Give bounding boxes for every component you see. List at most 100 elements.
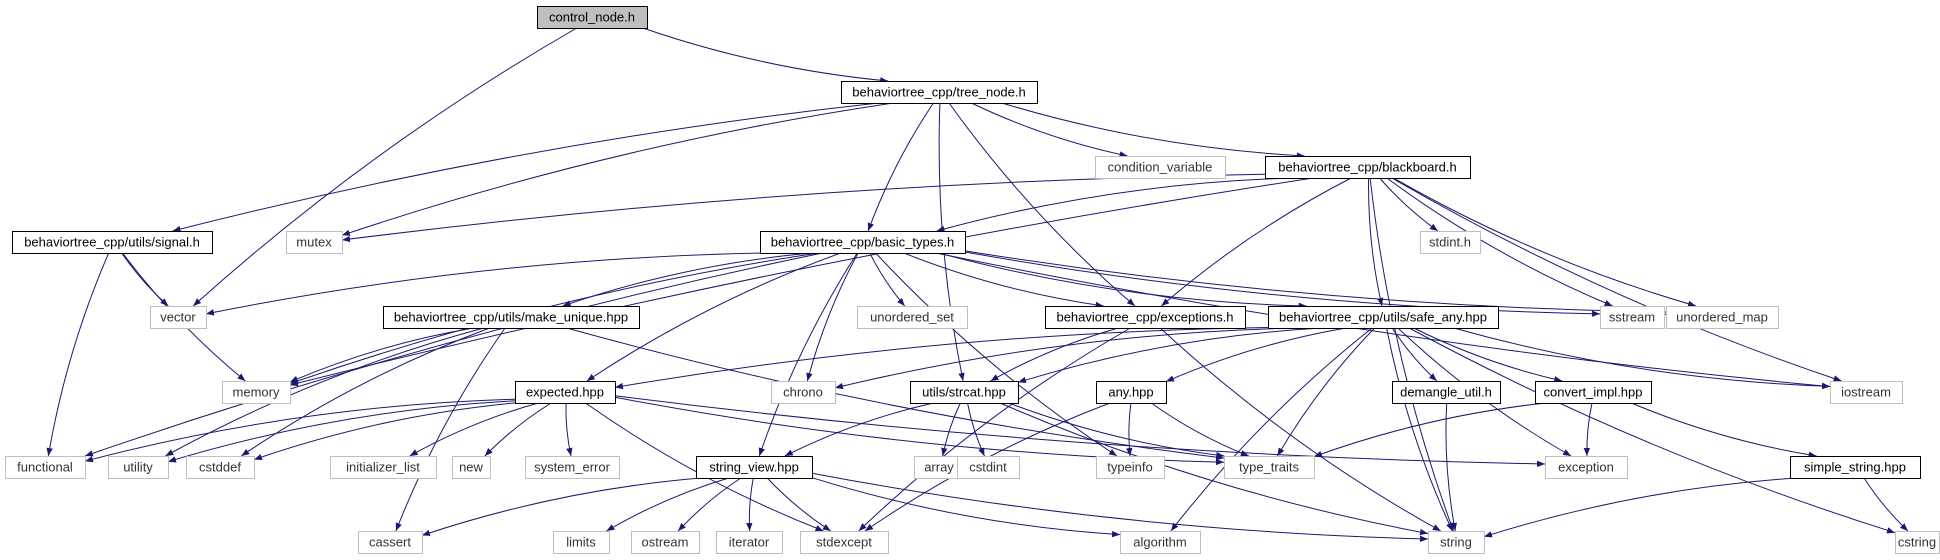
edge-basic-types-h-to-vector xyxy=(205,252,763,316)
edge-convert-impl-hpp-to-simple-string-hpp xyxy=(1631,402,1817,458)
edge-make-unique-hpp-to-utility xyxy=(165,327,484,457)
node-box xyxy=(1268,306,1499,329)
node-expected-hpp[interactable]: expected.hpp xyxy=(515,381,616,404)
edge-string-view-hpp-to-stdexcept xyxy=(766,477,832,532)
node-cstddef: cstddef xyxy=(186,456,255,479)
node-simple-string-hpp[interactable]: simple_string.hpp xyxy=(1790,456,1921,479)
node-label: iostream xyxy=(1841,385,1891,400)
node-label: string xyxy=(1440,535,1472,550)
node-box xyxy=(5,456,86,479)
node-label: behaviortree_cpp/exceptions.h xyxy=(1056,310,1233,325)
node-box xyxy=(1265,156,1471,179)
node-box xyxy=(525,456,620,479)
node-box xyxy=(537,6,648,29)
edge-safe-any-hpp-to-convert-impl-hpp xyxy=(1413,327,1563,383)
node-label: behaviortree_cpp/utils/safe_any.hpp xyxy=(1279,310,1487,325)
edge-basic-types-h-to-expected-hpp xyxy=(586,252,841,382)
node-exceptions-h[interactable]: behaviortree_cpp/exceptions.h xyxy=(1045,306,1246,329)
edge-basic-types-h-to-exceptions-h xyxy=(903,252,1104,309)
node-iterator: iterator xyxy=(716,531,783,554)
node-initializer-list: initializer_list xyxy=(330,456,437,479)
node-label: behaviortree_cpp/tree_node.h xyxy=(852,85,1025,100)
node-label: utility xyxy=(123,460,153,475)
edge-make-unique-hpp-to-cstddef xyxy=(241,327,490,457)
node-string: string xyxy=(1428,531,1485,554)
node-label: mutex xyxy=(296,235,332,250)
node-box xyxy=(383,306,640,329)
edge-strcat-hpp-to-string-view-hpp xyxy=(784,402,934,457)
node-array: array xyxy=(914,456,965,479)
node-tree-node-h[interactable]: behaviortree_cpp/tree_node.h xyxy=(841,81,1038,104)
edge-safe-any-hpp-to-any-hpp xyxy=(1165,327,1347,383)
edge-blackboard-h-to-iostream xyxy=(1391,177,1842,382)
node-box xyxy=(286,231,343,254)
node-label: ostream xyxy=(642,535,689,550)
node-control-node-h[interactable]: control_node.h xyxy=(537,6,648,29)
node-strcat-hpp[interactable]: utils/strcat.hpp xyxy=(910,381,1019,404)
node-functional: functional xyxy=(5,456,86,479)
node-convert-impl-hpp[interactable]: convert_impl.hpp xyxy=(1535,381,1652,404)
edge-expected-hpp-to-initializer-list xyxy=(409,402,539,457)
node-any-hpp[interactable]: any.hpp xyxy=(1096,381,1167,404)
node-vector: vector xyxy=(150,306,207,329)
edge-basic-types-h-to-typeinfo xyxy=(875,252,1118,457)
node-label: string_view.hpp xyxy=(709,460,799,475)
edge-basic-types-h-to-chrono xyxy=(806,252,859,382)
edge-demangle-util-h-to-string xyxy=(1445,402,1457,532)
node-box xyxy=(1830,381,1903,404)
edge-safe-any-hpp-to-iostream xyxy=(1453,327,1831,390)
edge-simple-string-hpp-to-cstring xyxy=(1863,477,1909,532)
edge-safe-any-hpp-to-chrono xyxy=(834,327,1298,390)
node-box xyxy=(771,381,836,404)
edge-tree-node-h-to-signal-h xyxy=(172,102,879,233)
edge-string-view-hpp-to-limits xyxy=(606,477,729,532)
node-make-unique-hpp[interactable]: behaviortree_cpp/utils/make_unique.hpp xyxy=(383,306,640,329)
node-box xyxy=(841,81,1038,104)
edge-safe-any-hpp-to-string xyxy=(1386,327,1453,532)
node-box xyxy=(222,381,291,404)
node-label: unordered_map xyxy=(1676,310,1768,325)
edge-tree-node-h-to-condition-variable xyxy=(971,102,1128,158)
node-box xyxy=(150,306,207,329)
node-label: behaviortree_cpp/utils/make_unique.hpp xyxy=(394,310,628,325)
edge-any-hpp-to-typeinfo xyxy=(1126,402,1133,457)
edge-expected-hpp-to-new xyxy=(484,402,552,457)
node-cstdint: cstdint xyxy=(957,456,1020,479)
node-label: initializer_list xyxy=(346,460,420,475)
edge-strcat-hpp-to-cstdint xyxy=(967,402,985,457)
node-system-error: system_error xyxy=(525,456,620,479)
node-label: typeinfo xyxy=(1107,460,1153,475)
edge-blackboard-h-to-safe-any-hpp xyxy=(1368,177,1384,307)
node-box xyxy=(1120,531,1201,554)
node-demangle-util-h[interactable]: demangle_util.h xyxy=(1392,381,1501,404)
node-signal-h[interactable]: behaviortree_cpp/utils/signal.h xyxy=(12,231,213,254)
dependency-edges xyxy=(46,27,1909,542)
node-unordered-set: unordered_set xyxy=(857,306,968,329)
node-basic-types-h[interactable]: behaviortree_cpp/basic_types.h xyxy=(760,231,966,254)
node-string-view-hpp[interactable]: string_view.hpp xyxy=(696,456,813,479)
node-blackboard-h[interactable]: behaviortree_cpp/blackboard.h xyxy=(1265,156,1471,179)
node-limits: limits xyxy=(553,531,610,554)
edge-blackboard-h-to-unordered-map xyxy=(1393,177,1697,307)
edge-basic-types-h-to-string-view-hpp xyxy=(758,252,858,457)
edge-strcat-hpp-to-array xyxy=(941,402,961,457)
node-mutex: mutex xyxy=(286,231,343,254)
node-label: chrono xyxy=(783,385,823,400)
node-label: functional xyxy=(17,460,73,475)
edge-safe-any-hpp-to-demangle-util-h xyxy=(1391,327,1438,382)
edge-blackboard-h-to-exceptions-h xyxy=(1160,177,1352,307)
node-box xyxy=(1666,306,1779,329)
node-box xyxy=(452,456,491,479)
edge-safe-any-hpp-to-cstring xyxy=(1408,327,1896,534)
edge-basic-types-h-to-functional xyxy=(84,252,823,457)
edge-simple-string-hpp-to-string xyxy=(1483,477,1797,538)
node-label: vector xyxy=(160,310,196,325)
node-safe-any-hpp[interactable]: behaviortree_cpp/utils/safe_any.hpp xyxy=(1268,306,1499,329)
node-label: array xyxy=(924,460,954,475)
node-label: limits xyxy=(566,535,596,550)
edge-control-node-h-to-vector xyxy=(192,27,578,307)
node-box xyxy=(1096,381,1167,404)
node-box xyxy=(1420,231,1481,254)
node-box xyxy=(553,531,610,554)
node-box xyxy=(1224,456,1315,479)
